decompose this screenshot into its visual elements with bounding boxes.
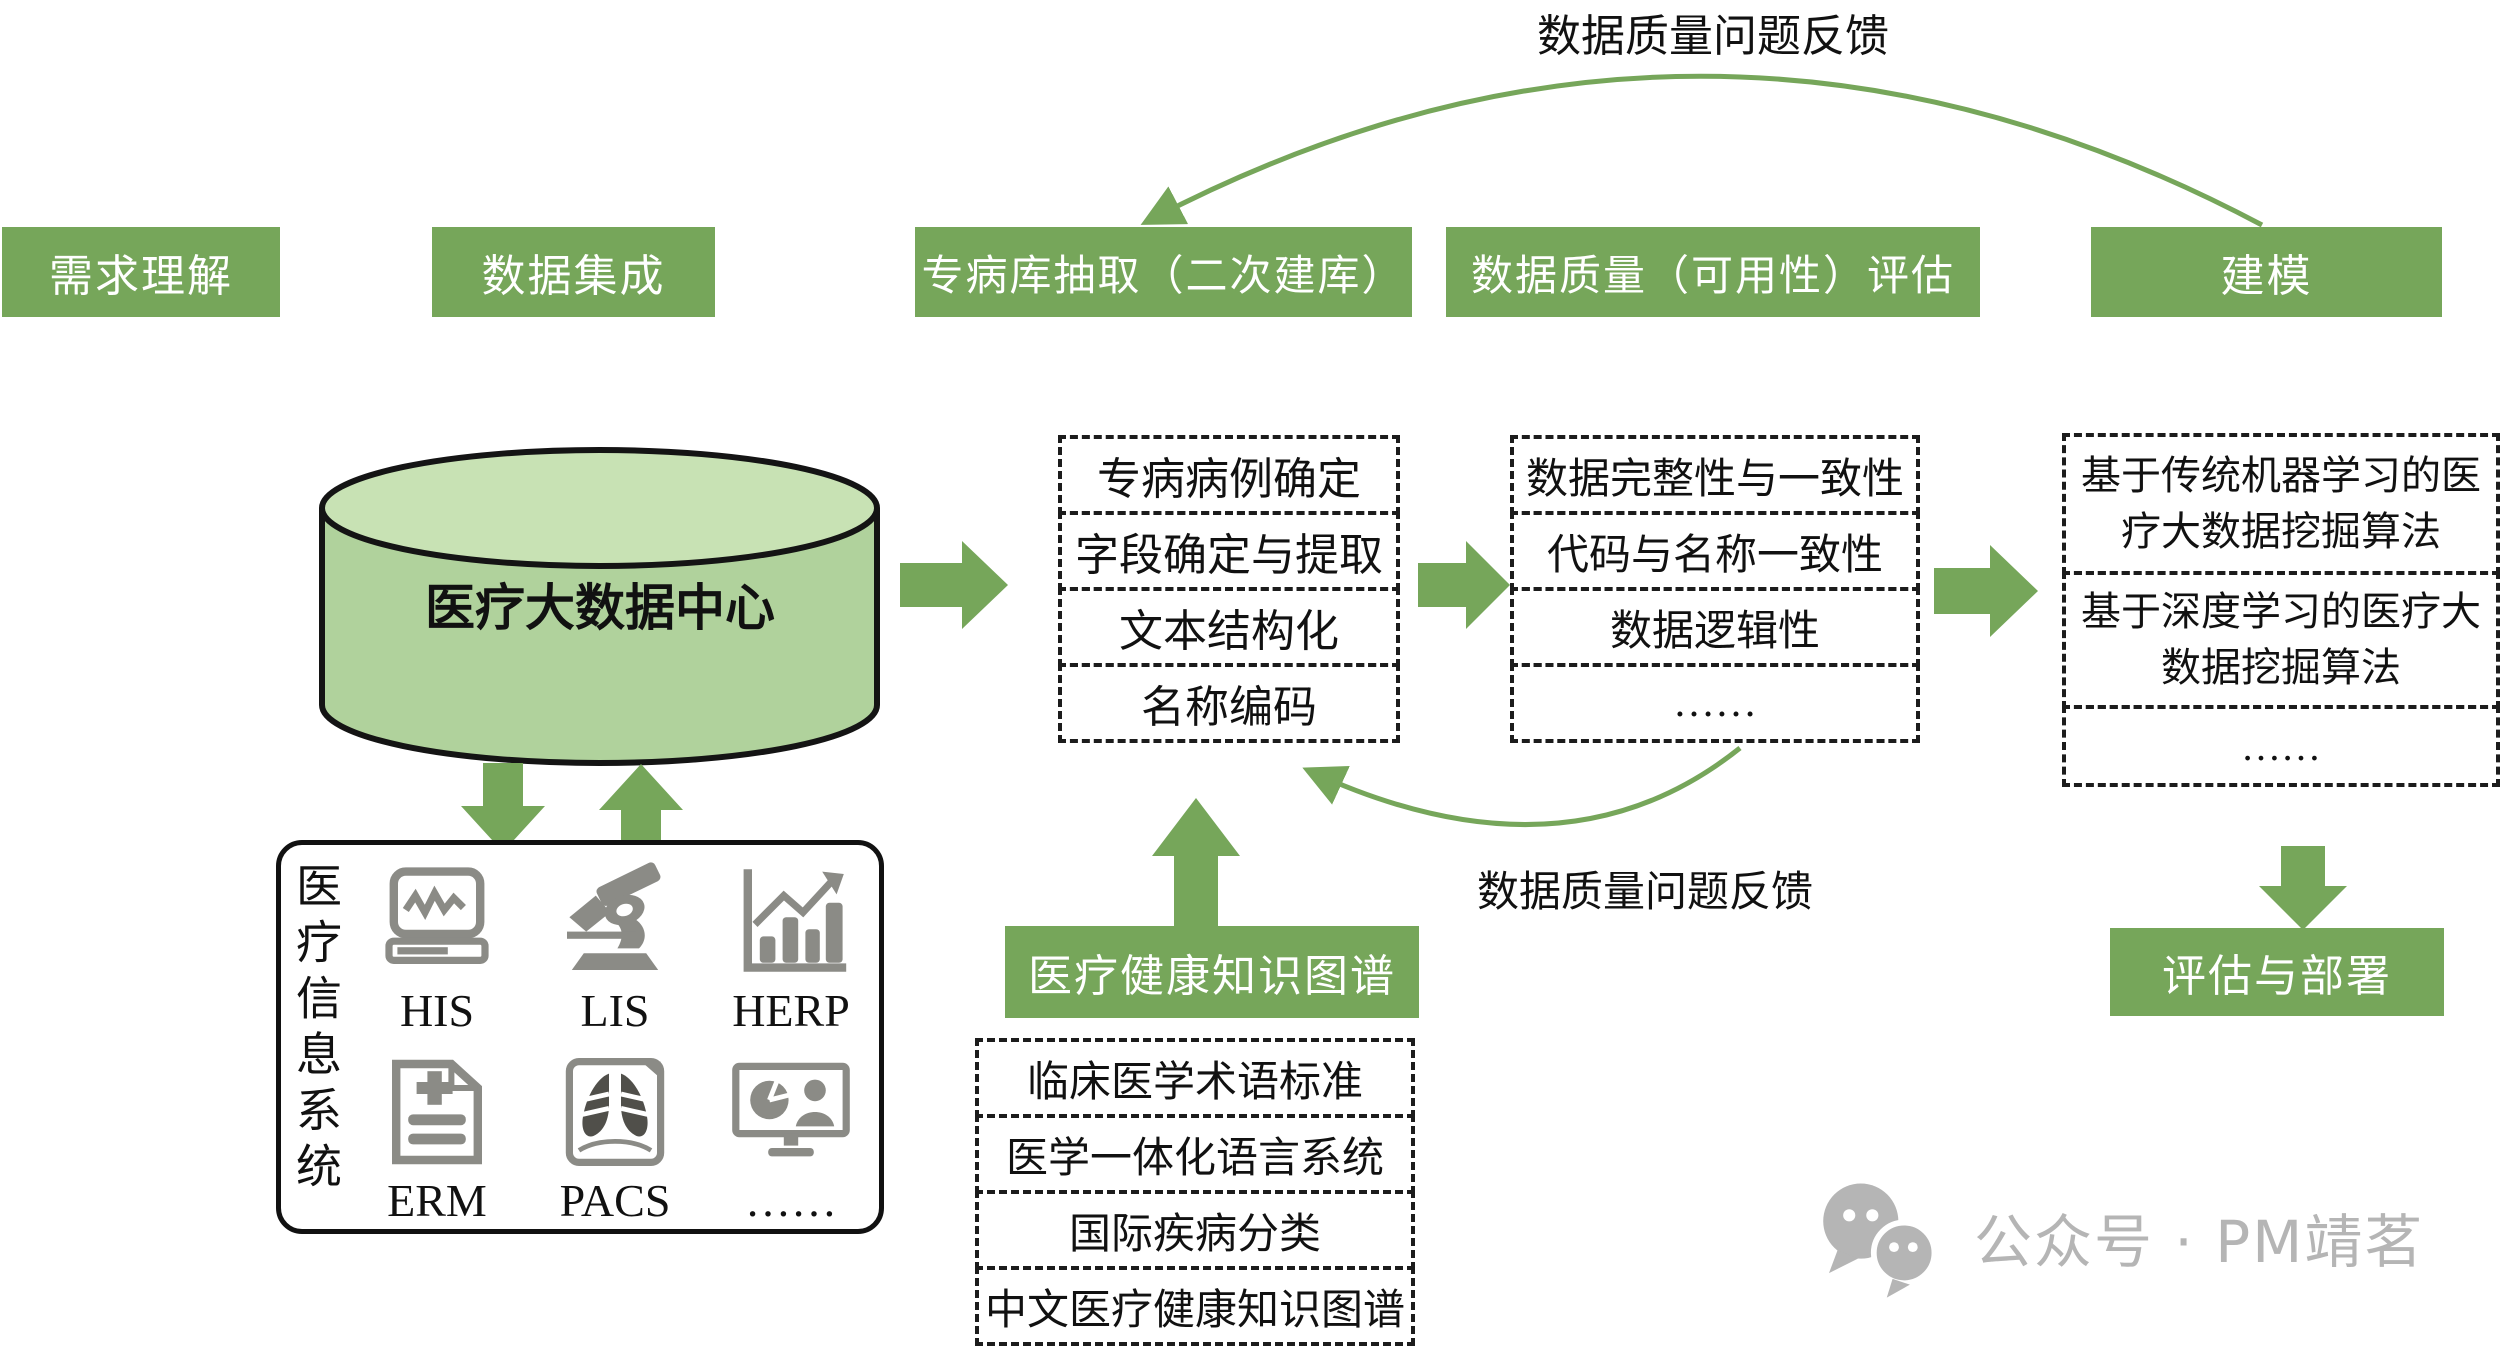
modeling-method: ……: [2062, 705, 2500, 787]
stage-requirements: 需求理解: [2, 227, 280, 317]
extraction-step: 专病病例确定: [1058, 435, 1400, 515]
quality-check: 数据逻辑性: [1510, 587, 1920, 667]
chest-xray-icon: [565, 1058, 665, 1166]
info-systems-box: [276, 840, 884, 1234]
flow-arrow-infosystems-to-center: [599, 764, 683, 852]
feedback-curve-modeling-to-extraction: [1140, 73, 2264, 228]
data-center-label: 医疗大数据中心: [425, 580, 775, 636]
feedback-curve-quality-to-extraction: [1302, 746, 1742, 828]
watermark-text: 公众号 · PM靖茗: [1974, 1208, 2425, 1276]
system-cell-his: HIS: [352, 862, 522, 1037]
extraction-step: 名称编码: [1058, 663, 1400, 743]
deployment-box: 评估与部署: [2110, 928, 2444, 1016]
flow-arrow-kg-to-extraction: [1152, 798, 1240, 926]
wechat-icon: [1823, 1183, 1938, 1298]
microscope-icon: [567, 862, 661, 970]
flow-arrow-center-to-extraction: [900, 541, 1008, 629]
monitor-report-person-icon: [732, 1062, 850, 1157]
extraction-step: 文本结构化: [1058, 587, 1400, 667]
feedback-top-label: 数据质量问题反馈: [1537, 12, 1889, 61]
quality-check: ……: [1510, 663, 1920, 743]
system-cell-erm: ERM: [352, 1052, 522, 1227]
system-cell-pacs: PACS: [530, 1052, 700, 1227]
system-name: HERP: [732, 985, 850, 1036]
flow-arrow-center-to-infosystems: [461, 763, 545, 852]
stage-data-integration: 数据集成: [432, 227, 715, 317]
modeling-methods-list: 基于传统机器学习的医疗大数据挖掘算法 基于深度学习的医疗大数据挖掘算法 ……: [2062, 433, 2500, 787]
monitor-ecg-icon: [385, 867, 489, 964]
stage-data-quality-evaluation: 数据质量（可用性）评估: [1446, 227, 1980, 317]
flow-arrow-extraction-to-quality: [1418, 541, 1510, 629]
quality-checks-list: 数据完整性与一致性 代码与名称一致性 数据逻辑性 ……: [1510, 435, 1920, 743]
extraction-step: 字段确定与提取: [1058, 511, 1400, 591]
system-cell-other: ……: [706, 1052, 876, 1227]
watermark: 公众号 · PM靖茗: [1806, 1172, 2424, 1302]
medical-document-icon: [392, 1059, 482, 1165]
system-name: HIS: [399, 985, 475, 1036]
feedback-bottom-label: 数据质量问题反馈: [1476, 870, 1813, 916]
stage-disease-db-extraction: 专病库抽取（二次建库）: [915, 227, 1412, 317]
system-name: PACS: [559, 1175, 671, 1226]
modeling-method: 基于传统机器学习的医疗大数据挖掘算法: [2062, 433, 2500, 575]
quality-check: 代码与名称一致性: [1510, 511, 1920, 591]
knowledge-source: 临床医学术语标准: [975, 1038, 1415, 1118]
info-systems-label: 医疗信息系统: [290, 862, 341, 1198]
flow-arrow-modeling-to-deployment: [2259, 846, 2347, 930]
extraction-steps-list: 专病病例确定 字段确定与提取 文本结构化 名称编码: [1058, 435, 1400, 743]
knowledge-graph-list: 临床医学术语标准 医学一体化语言系统 国际疾病分类 中文医疗健康知识图谱: [975, 1038, 1415, 1346]
bar-chart-growth-icon: [743, 869, 847, 972]
flow-arrow-quality-to-modeling: [1934, 545, 2038, 637]
knowledge-source: 中文医疗健康知识图谱: [975, 1266, 1415, 1346]
knowledge-source: 国际疾病分类: [975, 1190, 1415, 1270]
knowledge-graph-header: 医疗健康知识图谱: [1005, 926, 1419, 1018]
stage-modeling: 建模: [2091, 227, 2442, 317]
system-name: ERM: [387, 1175, 487, 1226]
knowledge-source: 医学一体化语言系统: [975, 1114, 1415, 1194]
system-name: ……: [745, 1175, 837, 1226]
modeling-method: 基于深度学习的医疗大数据挖掘算法: [2062, 571, 2500, 709]
quality-check: 数据完整性与一致性: [1510, 435, 1920, 515]
system-cell-herp: HERP: [706, 862, 876, 1037]
system-cell-lis: LIS: [530, 862, 700, 1037]
system-name: LIS: [580, 985, 650, 1036]
